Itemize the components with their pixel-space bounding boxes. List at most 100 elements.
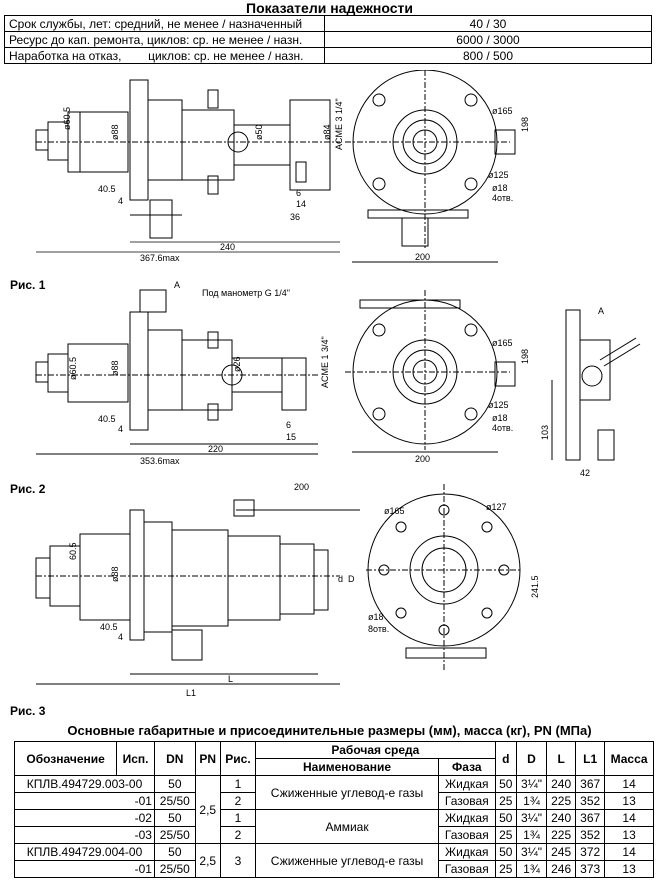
dim-label: ø127 xyxy=(486,502,507,512)
dim-label: A xyxy=(174,280,180,290)
cell-D: 3¼" xyxy=(515,843,548,861)
cell-L: 246 xyxy=(546,860,577,878)
dim-label: 4отв. xyxy=(492,193,513,203)
cell-L1: 367 xyxy=(575,809,606,827)
table-row: КПЛВ.494729.004-00 50 2,5 3 Сжиженные уг… xyxy=(14,843,654,878)
cell-dn: 25/50 xyxy=(153,860,196,878)
cell-designation: -01 xyxy=(14,792,155,810)
cell-d: 50 xyxy=(494,843,517,861)
cell-D: 1¾ xyxy=(515,860,548,878)
dim-label: D xyxy=(348,574,355,584)
reliability-value: 800 / 500 xyxy=(324,47,652,64)
col-header: Масса xyxy=(604,741,654,776)
cell-pn: 2,5 xyxy=(194,775,221,844)
reliability-value: 6000 / 3000 xyxy=(324,31,652,48)
table-row: Наработка на отказ, циклов: ср. не менее… xyxy=(4,47,652,64)
dim-label: 60.5 xyxy=(68,542,78,560)
dim-label: L1 xyxy=(186,688,196,698)
figure-1-drawing: ø60.5 ø88 ø50 ø84 ACME 3 1/4" 40.5 4 6 1… xyxy=(35,70,530,263)
figure-3-label: Рис. 3 xyxy=(10,704,46,718)
cell-mass: 14 xyxy=(604,843,654,861)
cell-phase: Газовая xyxy=(437,826,496,844)
dim-label: 4 xyxy=(118,424,123,434)
dim-label: 42 xyxy=(580,468,590,478)
dim-label: 220 xyxy=(208,444,223,454)
dim-label: ø125 xyxy=(488,170,509,180)
cell-mass: 14 xyxy=(604,775,654,793)
dim-label: 6 xyxy=(296,188,301,198)
cell-L1: 372 xyxy=(575,843,606,861)
cell-fig: 2 xyxy=(219,792,257,810)
cell-fig: 1 xyxy=(219,775,257,793)
cell-d: 25 xyxy=(494,792,517,810)
reliability-label: Ресурс до кап. ремонта, циклов: ср. не м… xyxy=(4,31,325,48)
dim-label: 200 xyxy=(294,482,309,492)
cell-mass: 13 xyxy=(604,792,654,810)
dim-label: ACME 3 1/4" xyxy=(334,98,344,150)
cell-medium: Сжиженные углевод-е газы xyxy=(255,775,439,810)
dim-label: 4 xyxy=(118,196,123,206)
dim-label: 14 xyxy=(296,199,306,209)
cell-D: 3¼" xyxy=(515,775,548,793)
dim-label: ø18 xyxy=(368,612,384,622)
cell-dn: 50 xyxy=(153,775,196,793)
cell-fig: 1 xyxy=(219,809,257,827)
dim-label: 40.5 xyxy=(98,184,116,194)
cell-d: 50 xyxy=(494,809,517,827)
reliability-value: 40 / 30 xyxy=(324,15,652,32)
dimensions-table: Обозначение Исп. DN PN Рис. Рабочая сред… xyxy=(13,741,654,878)
dim-label: 40.5 xyxy=(98,414,116,424)
dim-label: 36 xyxy=(290,212,300,222)
dim-label: A xyxy=(598,306,604,316)
cell-L: 225 xyxy=(546,792,577,810)
dim-label: 103 xyxy=(540,425,550,440)
cell-dn: 25/50 xyxy=(153,792,196,810)
dim-label: ø84 xyxy=(322,124,332,140)
col-header: Рабочая среда xyxy=(255,741,496,759)
dim-label: 198 xyxy=(520,349,530,364)
table-row: КПЛВ.494729.003-00 50 2,5 1 Сжиженные уг… xyxy=(14,775,654,844)
cell-mass: 13 xyxy=(604,860,654,878)
dim-label: ø50 xyxy=(254,124,264,140)
dim-label: 353.6max xyxy=(140,456,180,466)
cell-L1: 352 xyxy=(575,826,606,844)
col-header: PN xyxy=(194,741,221,776)
dim-label: d xyxy=(338,574,343,584)
table-row: -02 50 1 Аммиак Жидкая 50 3¼" 240 367 14 xyxy=(14,809,654,844)
cell-designation: -02 xyxy=(14,809,155,827)
cell-phase: Газовая xyxy=(437,860,496,878)
col-header: DN xyxy=(153,741,196,776)
figure-1-label: Рис. 1 xyxy=(10,278,46,292)
col-header: Наименование xyxy=(255,758,439,776)
dim-label: ø165 xyxy=(492,106,513,116)
reliability-label: Наработка на отказ, циклов: ср. не менее… xyxy=(4,47,325,64)
dim-label: 4 xyxy=(118,632,123,642)
cell-phase: Газовая xyxy=(437,792,496,810)
cell-L1: 352 xyxy=(575,792,606,810)
cell-L: 245 xyxy=(546,843,577,861)
cell-d: 25 xyxy=(494,826,517,844)
dim-label: 200 xyxy=(415,252,430,262)
dim-label: L xyxy=(228,674,233,684)
cell-dn: 50 xyxy=(153,809,196,827)
dim-label: ø26 xyxy=(232,356,242,372)
cell-dn: 25/50 xyxy=(153,826,196,844)
col-header: Исп. xyxy=(116,741,155,776)
cell-d: 25 xyxy=(494,860,517,878)
cell-L1: 373 xyxy=(575,860,606,878)
dim-label: Под манометр G 1/4" xyxy=(202,288,290,298)
dim-label: ø165 xyxy=(492,338,513,348)
cell-medium: Сжиженные углевод-е газы xyxy=(255,843,439,878)
figure-2-drawing: Под манометр G 1/4" A ø60.5 ø88 ø26 ACME… xyxy=(35,280,641,478)
dim-label: ACME 1 3/4" xyxy=(320,336,330,388)
cell-mass: 13 xyxy=(604,826,654,844)
cell-designation: КПЛВ.494729.004-00 xyxy=(14,843,155,861)
dim-label: ø88 xyxy=(110,566,120,582)
cell-phase: Жидкая xyxy=(437,843,496,861)
table-row: -01 25/50 2 Газовая 25 1¾ 225 352 13 xyxy=(14,792,654,810)
col-header: L xyxy=(546,741,577,776)
figure-2-label: Рис. 2 xyxy=(10,482,46,496)
dim-label: 240 xyxy=(220,242,235,252)
cell-fig: 2 xyxy=(219,826,257,844)
col-header: Рис. xyxy=(219,741,257,776)
